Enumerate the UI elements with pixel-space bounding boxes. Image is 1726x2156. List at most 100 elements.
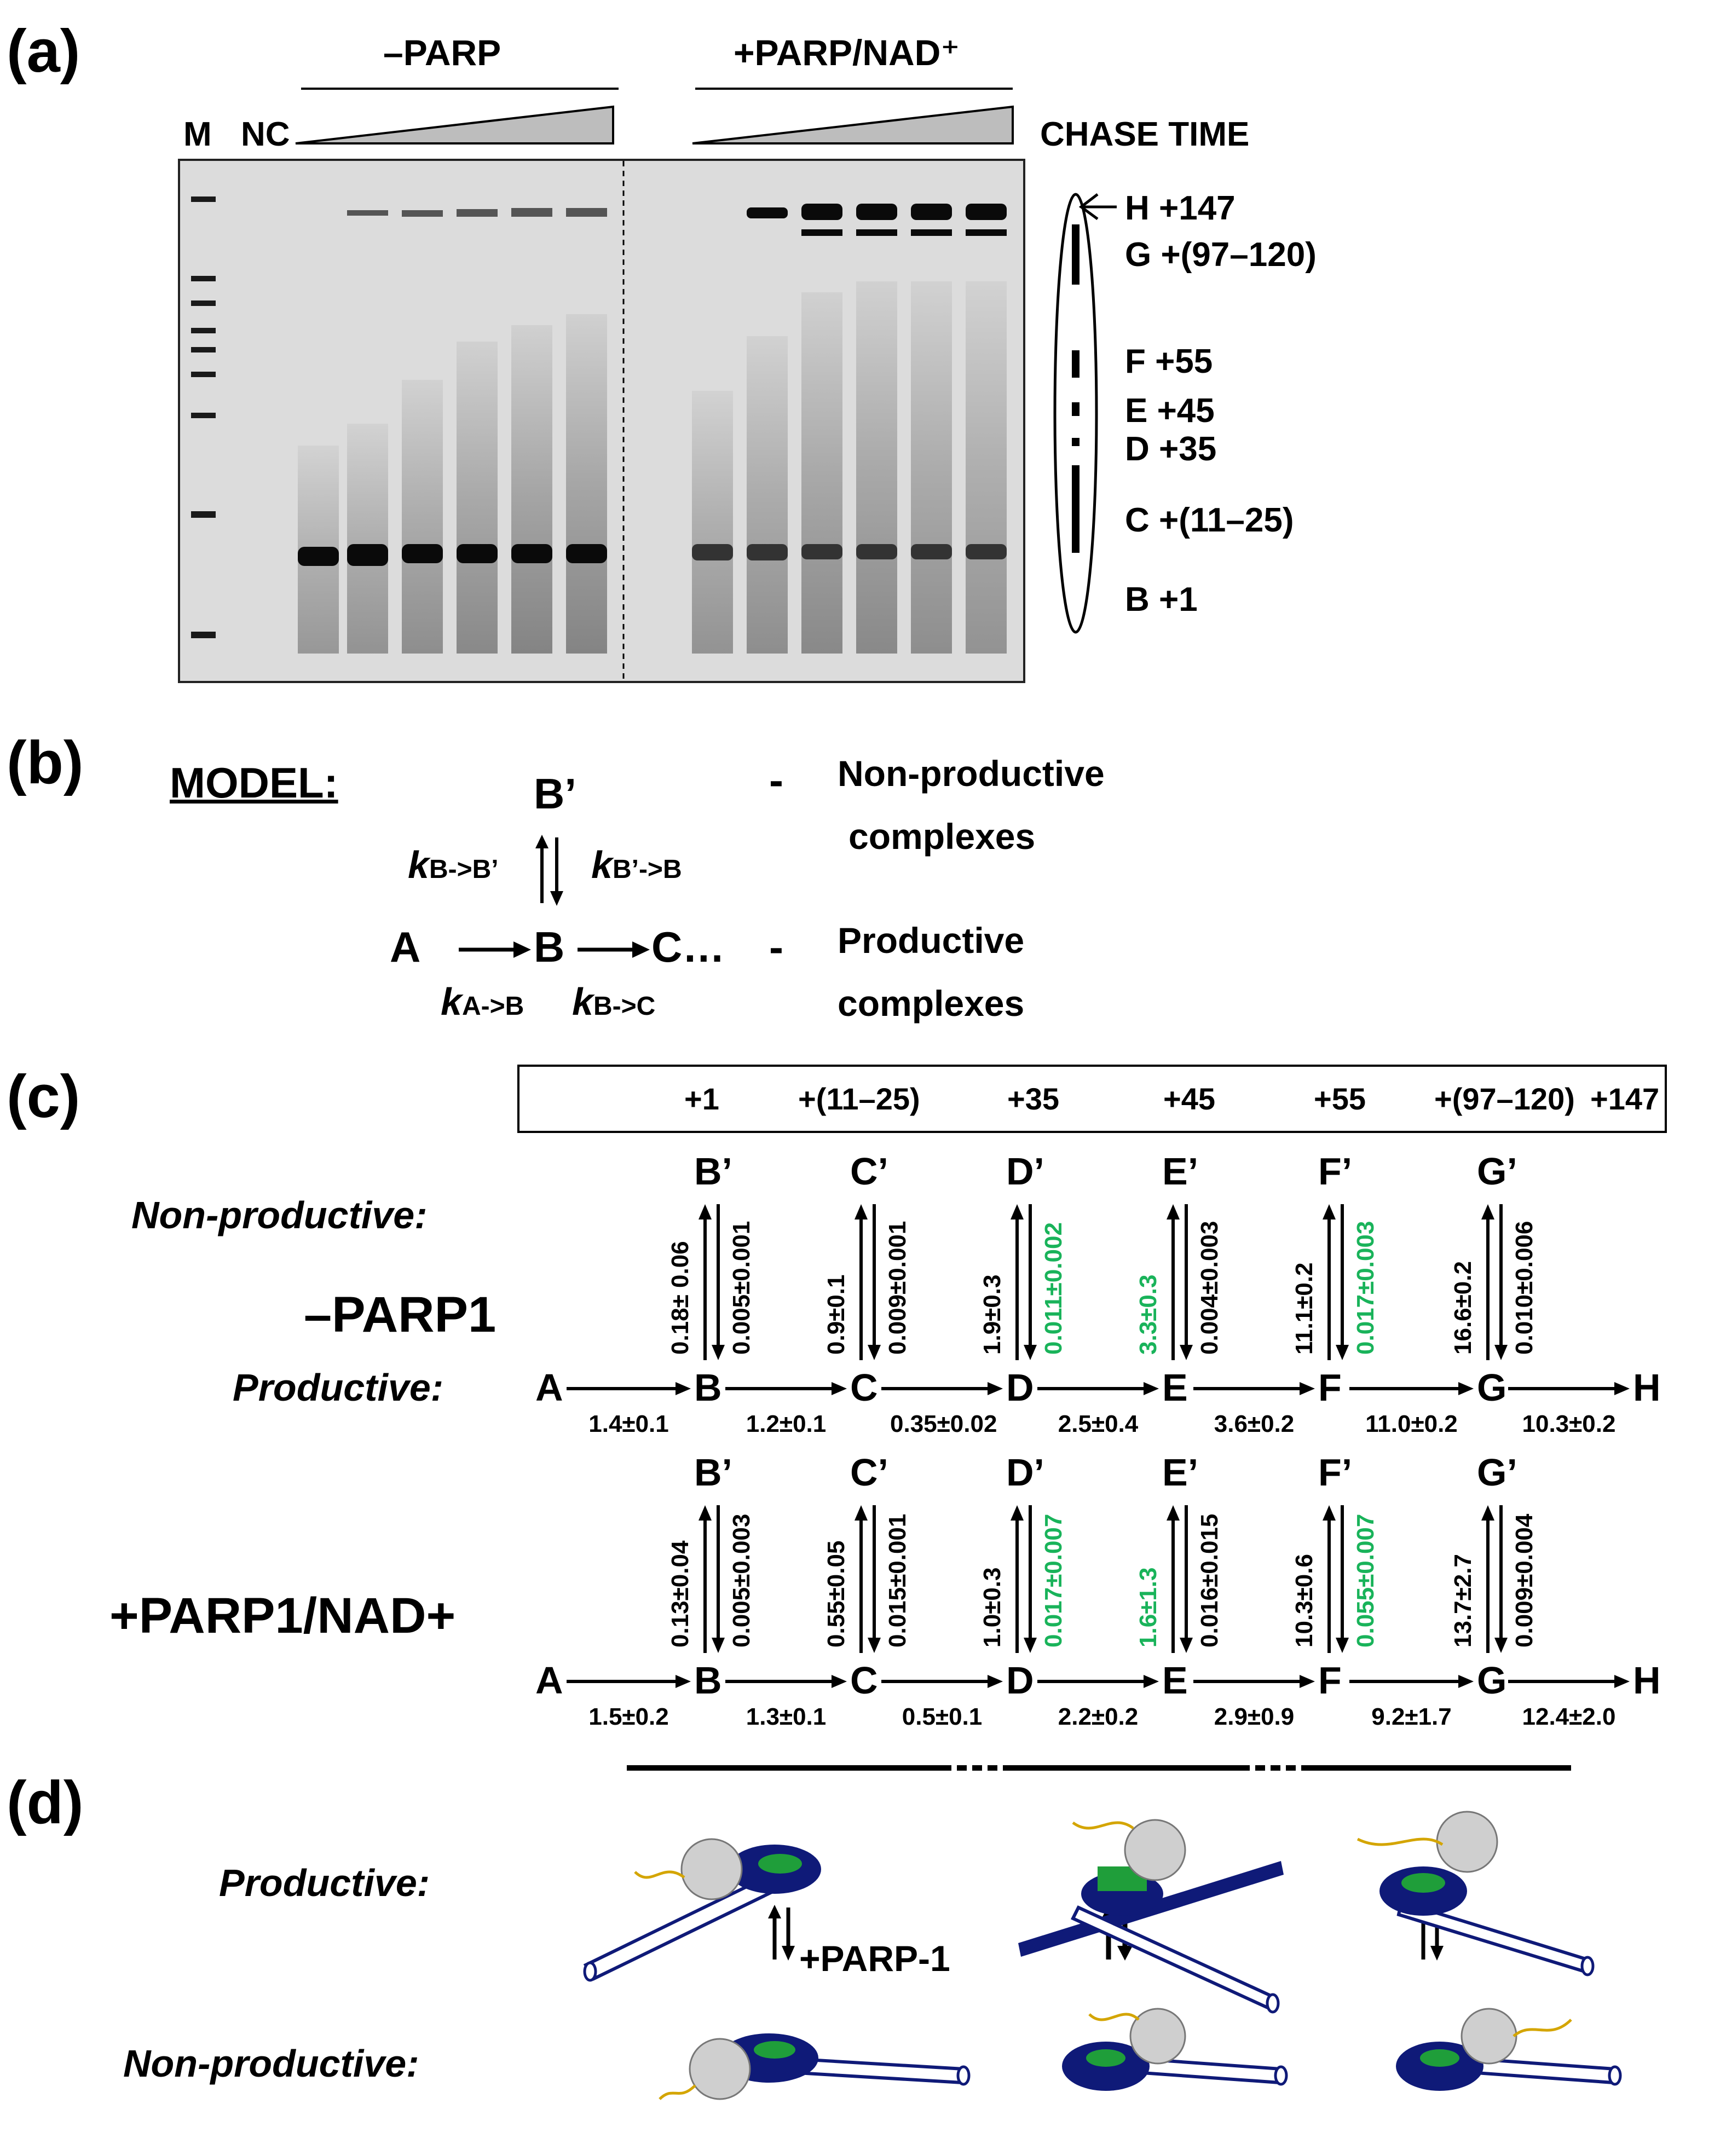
forward-rate-1: 1.2±0.1 xyxy=(746,1411,827,1437)
group-label-minus-parp: –PARP xyxy=(383,32,501,73)
parp-1-label: +PARP-1 xyxy=(799,1938,950,1979)
from-prime-arrow-0 xyxy=(712,1204,725,1360)
nonproductive-state-2 xyxy=(1062,2008,1288,2091)
node-g: G xyxy=(1477,1366,1507,1409)
node-e: E xyxy=(1162,1659,1188,1702)
forward-rate-3: 2.2±0.2 xyxy=(1058,1703,1139,1730)
productive-complexes-1: Productive xyxy=(838,920,1025,961)
node-b: B xyxy=(694,1366,722,1409)
from-prime-arrow-4 xyxy=(1336,1204,1349,1360)
model-dash-2: - xyxy=(769,923,783,971)
node-a: A xyxy=(535,1659,563,1702)
header-pos-4: +45 xyxy=(1163,1082,1215,1116)
forward-arrow-1 xyxy=(725,1382,847,1395)
panel-c-letter: (c) xyxy=(7,1063,80,1130)
prime-node-1: B’ xyxy=(694,1451,732,1494)
to-prime-rate-3: 1.6±1.3 xyxy=(1135,1567,1162,1648)
to-prime-arrow-1 xyxy=(855,1204,868,1360)
header-pos-3: +35 xyxy=(1007,1082,1059,1116)
forward-rate-5: 9.2±1.7 xyxy=(1371,1703,1452,1730)
band-label-g: G +(97–120) xyxy=(1125,236,1317,274)
panel-a-letter: (a) xyxy=(7,18,80,85)
prime-node-6: G’ xyxy=(1477,1150,1517,1193)
from-prime-rate-0: 0.005±0.001 xyxy=(728,1221,755,1355)
band-label-b: B +1 xyxy=(1125,581,1198,619)
to-prime-arrow-4 xyxy=(1323,1505,1336,1653)
model-k-b-bprime: kB->B’ xyxy=(408,843,499,886)
gel-bands xyxy=(180,161,1023,681)
nonproductive-label-d: Non-productive: xyxy=(123,2042,419,2085)
prime-node-1: B’ xyxy=(694,1150,732,1193)
plus-parp-lanes xyxy=(692,204,1007,654)
from-prime-rate-1: 0.009±0.001 xyxy=(884,1221,911,1355)
to-prime-arrow-5 xyxy=(1481,1204,1494,1360)
forward-rate-4: 3.6±0.2 xyxy=(1214,1411,1295,1437)
model-k-b-c: kB->C xyxy=(572,980,656,1023)
from-prime-arrow-4 xyxy=(1336,1505,1349,1653)
from-prime-rate-2: 0.017±0.007 xyxy=(1040,1513,1067,1648)
node-f: F xyxy=(1318,1659,1342,1702)
from-prime-rate-2: 0.011±0.002 xyxy=(1040,1222,1067,1355)
from-prime-arrow-2 xyxy=(1024,1204,1037,1360)
productive-state-2 xyxy=(1018,1819,1284,2014)
forward-arrow-2 xyxy=(881,1675,1003,1688)
lane-nc-label: NC xyxy=(241,115,290,153)
to-prime-arrow-5 xyxy=(1481,1505,1494,1653)
model-label: MODEL: xyxy=(170,759,338,807)
model-arrow-b-c xyxy=(578,941,650,958)
forward-arrow-4 xyxy=(1193,1675,1315,1688)
nonproductive-state-1 xyxy=(659,2033,971,2100)
to-prime-rate-1: 0.55±0.05 xyxy=(823,1540,850,1648)
forward-arrow-5 xyxy=(1349,1382,1474,1395)
to-prime-arrow-0 xyxy=(699,1204,712,1360)
header-pos-7: +147 xyxy=(1590,1082,1660,1116)
to-prime-rate-1: 0.9±0.1 xyxy=(823,1274,850,1355)
model-k-a-b: kA->B xyxy=(441,980,524,1023)
forward-arrow-0 xyxy=(567,1675,691,1688)
productive-state-1 xyxy=(583,1838,821,1982)
nucleosome-illustrations xyxy=(583,1811,1622,2100)
model-eq-arrows xyxy=(535,835,563,906)
prime-node-5: F’ xyxy=(1318,1150,1353,1193)
productive-label-d: Productive: xyxy=(219,1862,430,1904)
prime-node-2: C’ xyxy=(850,1150,888,1193)
node-e: E xyxy=(1162,1366,1188,1409)
to-prime-arrow-3 xyxy=(1167,1505,1180,1653)
to-prime-arrow-2 xyxy=(1011,1505,1024,1653)
from-prime-arrow-1 xyxy=(868,1204,881,1360)
from-prime-arrow-3 xyxy=(1180,1204,1193,1360)
node-f: F xyxy=(1318,1366,1342,1409)
from-prime-rate-3: 0.004±0.003 xyxy=(1196,1221,1223,1355)
from-prime-rate-5: 0.010±0.006 xyxy=(1511,1221,1538,1355)
forward-rate-6: 12.4±2.0 xyxy=(1522,1703,1616,1730)
to-prime-rate-0: 0.13±0.04 xyxy=(667,1540,694,1648)
band-label-f: F +55 xyxy=(1125,343,1213,380)
to-prime-arrow-3 xyxy=(1167,1204,1180,1360)
forward-rate-2: 0.5±0.1 xyxy=(902,1703,983,1730)
to-prime-rate-5: 13.7±2.7 xyxy=(1450,1554,1476,1648)
to-prime-rate-4: 10.3±0.6 xyxy=(1291,1554,1318,1648)
header-pos-6: +(97–120) xyxy=(1434,1082,1575,1116)
chase-time-label: CHASE TIME xyxy=(1040,115,1250,153)
model-b-prime: B’ xyxy=(534,770,576,818)
to-prime-arrow-1 xyxy=(855,1505,868,1653)
to-prime-rate-2: 1.9±0.3 xyxy=(979,1274,1006,1355)
gel-image xyxy=(178,159,1025,683)
forward-rate-1: 1.3±0.1 xyxy=(746,1703,827,1730)
chase-wedge-plus xyxy=(692,105,1014,144)
from-prime-rate-3: 0.016±0.015 xyxy=(1196,1513,1223,1648)
forward-rate-3: 2.5±0.4 xyxy=(1058,1411,1139,1437)
forward-arrow-1 xyxy=(725,1675,847,1688)
nonproductive-label-c: Non-productive: xyxy=(131,1194,428,1236)
forward-rate-0: 1.4±0.1 xyxy=(588,1411,669,1437)
header-pos-2: +(11–25) xyxy=(798,1082,920,1116)
prime-node-4: E’ xyxy=(1162,1150,1199,1193)
node-d: D xyxy=(1006,1366,1034,1409)
from-prime-arrow-3 xyxy=(1180,1505,1193,1653)
node-c: C xyxy=(850,1366,878,1409)
to-prime-rate-4: 11.1±0.2 xyxy=(1291,1262,1318,1355)
model-a: A xyxy=(390,923,421,971)
forward-rate-4: 2.9±0.9 xyxy=(1214,1703,1295,1730)
forward-arrow-2 xyxy=(881,1382,1003,1395)
group-line-minus xyxy=(301,88,619,90)
